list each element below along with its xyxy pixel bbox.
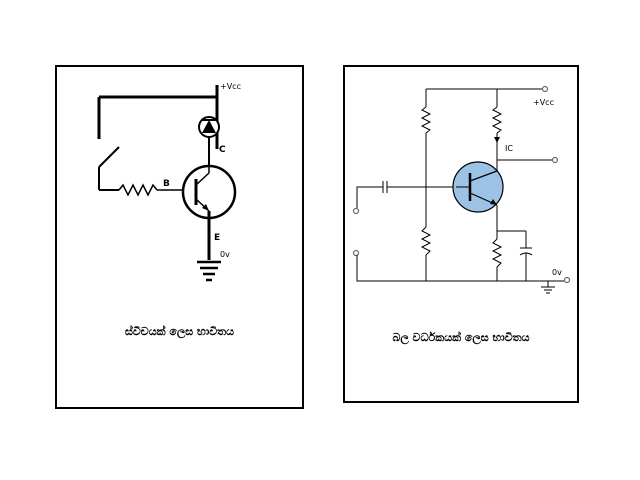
bottom-rail: [356, 255, 565, 282]
input-terminal-top: [352, 207, 360, 215]
switch-circuit-diagram: +Vcc C B E 0v: [97, 82, 241, 282]
diode-icon: [198, 116, 220, 138]
input-terminal-bottom: [352, 249, 360, 257]
ground-label: 0v: [220, 250, 230, 259]
input-capacitor-icon: [382, 181, 388, 193]
collector-label: C: [219, 145, 226, 155]
input-wire: [356, 186, 383, 209]
ground-terminal-right: [563, 276, 571, 284]
amplifier-circuit-diagram: +Vcc IC: [352, 85, 571, 294]
switch-caption: ස්විචයක් ලෙස භාවිතය: [124, 325, 235, 338]
output-terminal: [551, 156, 559, 164]
emitter-label: E: [214, 233, 220, 243]
ic-label: IC: [505, 144, 513, 153]
ground-icon: [197, 260, 221, 282]
bias-resistor-top: [420, 106, 432, 134]
ground-icon-right: [541, 281, 555, 294]
bias-resistor-bottom: [420, 226, 432, 256]
npn-transistor-icon: [181, 164, 237, 220]
vcc-label: +Vcc: [220, 82, 241, 91]
switch-blade: [98, 146, 120, 168]
amplifier-circuit-panel: +Vcc IC: [343, 65, 579, 403]
switch-circuit-panel: +Vcc C B E 0v: [55, 65, 304, 409]
collector-resistor: [491, 106, 503, 134]
vcc-terminal: [541, 85, 549, 93]
ic-arrow-icon: [494, 137, 500, 143]
emitter-resistor: [491, 238, 503, 268]
base-label: B: [163, 179, 170, 189]
amplifier-caption: බල වර්ධකයක් ලෙස භාවිතය: [392, 331, 530, 344]
ground-label-right: 0v: [552, 268, 562, 277]
vcc-label-right: +Vcc: [533, 98, 554, 107]
base-resistor: [118, 183, 158, 197]
npn-transistor-icon-right: [452, 161, 504, 213]
